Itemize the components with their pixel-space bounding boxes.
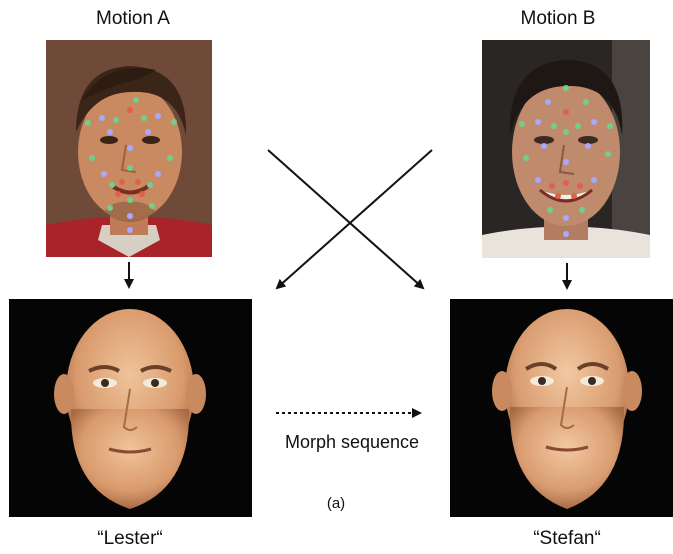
panel-id-label: (a) [306, 495, 366, 512]
arrow-cross-to-right [268, 150, 423, 288]
avatar-lester-caption: “Lester“ [60, 528, 200, 550]
avatar-stefan-render [450, 299, 673, 517]
arrow-cross-to-left [277, 150, 432, 288]
morph-sequence-label: Morph sequence [262, 432, 442, 453]
avatar-lester-render [9, 299, 252, 517]
avatar-stefan-caption: “Stefan“ [492, 528, 642, 550]
